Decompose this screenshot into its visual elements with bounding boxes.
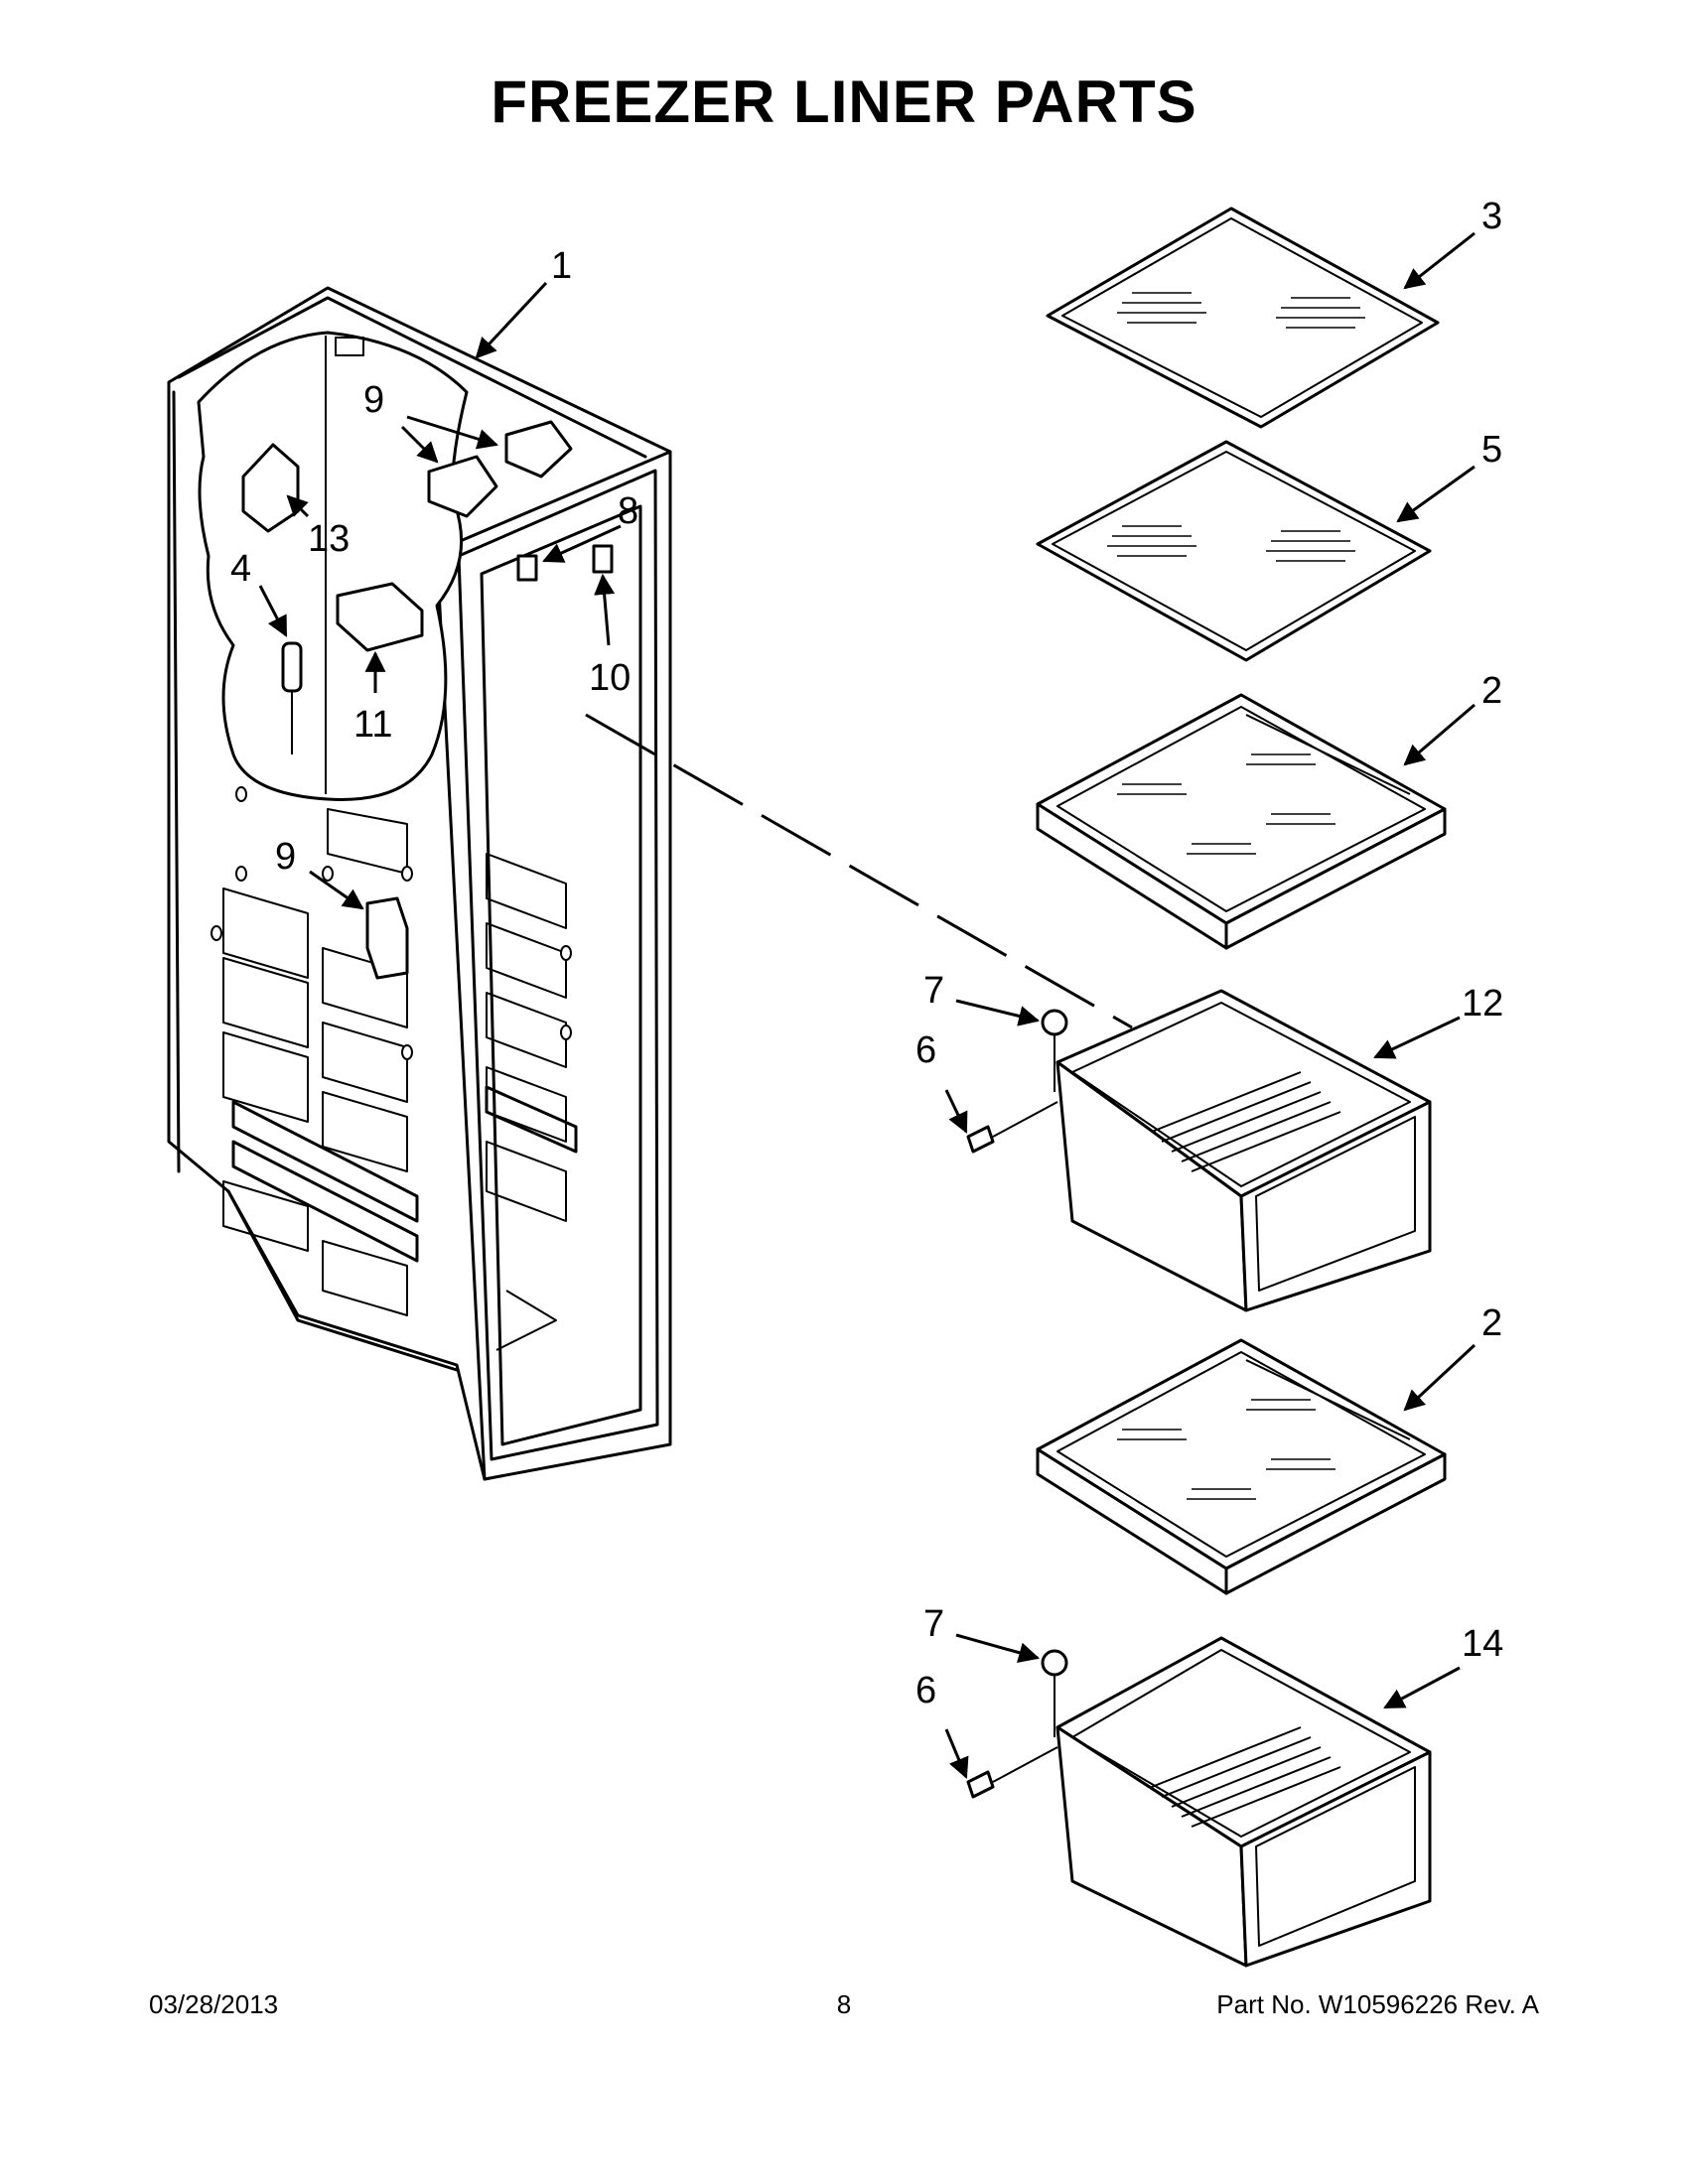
- callout-7-lower: 7: [923, 1603, 944, 1645]
- footer-part-number: Part No. W10596226 Rev. A: [1216, 1989, 1539, 2019]
- callout-12: 12: [1462, 983, 1503, 1024]
- callout-9-lower: 9: [275, 836, 296, 878]
- assembly-line: [585, 713, 1133, 1029]
- sensor-part: [281, 641, 303, 754]
- framed-shelf-2-lower: [1036, 1338, 1447, 1595]
- page-title: FREEZER LINER PARTS: [491, 68, 1197, 135]
- footer-page-number: 8: [836, 1989, 852, 2019]
- glass-shelf-3: [1046, 206, 1440, 429]
- roller-7-lower: [1041, 1649, 1068, 1677]
- callout-14: 14: [1462, 1623, 1503, 1665]
- callout-13: 13: [308, 518, 350, 560]
- callout-2-upper: 2: [1481, 670, 1502, 712]
- callout-5: 5: [1481, 429, 1502, 471]
- callout-9-upper: 9: [363, 379, 384, 421]
- callout-6-upper: 6: [915, 1029, 936, 1071]
- callout-10: 10: [589, 657, 631, 699]
- footer-date: 03/28/2013: [149, 1989, 279, 2019]
- callout-2-lower: 2: [1481, 1302, 1502, 1344]
- callout-1: 1: [551, 245, 572, 287]
- freezer-drawer-12: [966, 989, 1432, 1312]
- freezer-drawer-14: [966, 1636, 1432, 1968]
- callout-3: 3: [1481, 196, 1502, 237]
- freezer-liner: [167, 286, 672, 1481]
- callout-11: 11: [353, 704, 392, 746]
- framed-shelf-2-upper: [1036, 693, 1447, 950]
- leader-arrows: [258, 231, 1477, 1779]
- callout-8: 8: [618, 490, 638, 532]
- stud-6-upper: [966, 1125, 995, 1154]
- roller-7-upper: [1041, 1009, 1068, 1036]
- callout-7-upper: 7: [923, 970, 944, 1012]
- glass-shelf-5: [1036, 440, 1432, 662]
- callout-4: 4: [230, 548, 251, 590]
- callout-6-lower: 6: [915, 1670, 936, 1711]
- stud-6-lower: [966, 1770, 995, 1799]
